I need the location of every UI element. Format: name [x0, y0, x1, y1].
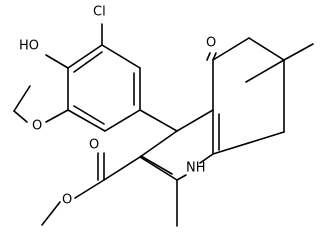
bond-c5-oketone-double	[206, 52, 211, 61]
bond-ar6-ar1-inner	[73, 51, 103, 73]
bond-ar1-ar2	[101, 44, 141, 69]
bond-ar4-ar5-inner	[73, 105, 105, 125]
bond-ar3-ar4	[104, 109, 141, 132]
bond-c8a-n	[199, 153, 214, 164]
bond-c2-c3	[139, 156, 178, 181]
bond-ar5-o	[45, 109, 69, 123]
bonds	[13, 23, 314, 227]
bond-c6-c7	[248, 37, 285, 61]
bond-cester-oalkoxy	[74, 179, 105, 199]
bond-c3-c4	[139, 130, 178, 158]
bond-ch2-ch3	[13, 85, 31, 112]
bond-oalkoxy-methyl	[41, 201, 61, 226]
bond-ar6-ar1	[67, 44, 103, 69]
bond-c7-methyl-b	[245, 59, 285, 83]
bond-c8-c8a	[212, 131, 285, 155]
bond-c2-c3-inner	[140, 155, 173, 175]
ester-carbonyl-oxygen-label: O	[89, 138, 99, 153]
bond-c7-methyl-a	[283, 43, 314, 61]
bond-ar4-ar5	[67, 109, 106, 132]
bond-ar6-oh	[45, 54, 69, 69]
bond-c5-c6	[212, 37, 250, 61]
ester-alkoxy-oxygen-label: O	[62, 193, 72, 208]
ketone-oxygen-label: O	[206, 36, 216, 51]
atom-labels: Cl HO O O O O NH	[19, 5, 216, 208]
bond-c4-c4a	[176, 109, 214, 132]
ether-oxygen-label: O	[32, 119, 42, 134]
bond-n-c2	[176, 174, 187, 181]
bond-ar3-c4	[139, 109, 178, 132]
nh-label: NH	[186, 161, 206, 176]
bond-o-ch2	[13, 110, 28, 123]
hydroxyl-label: HO	[19, 39, 39, 54]
chlorine-label: Cl	[93, 5, 106, 20]
bond-c3-cester	[103, 156, 141, 181]
